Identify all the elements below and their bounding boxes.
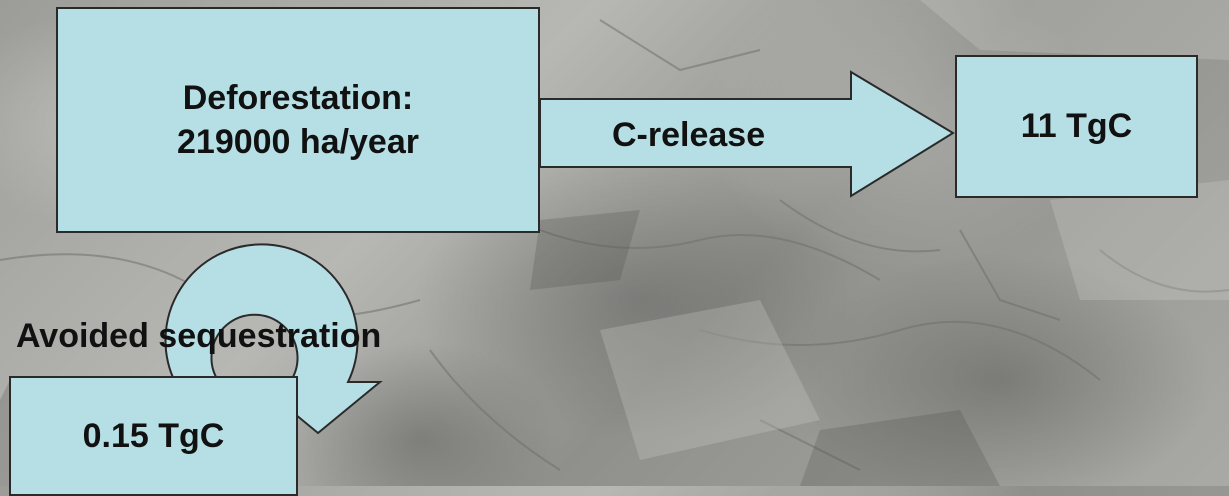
release-value-box: 11 TgC: [955, 55, 1198, 198]
release-value: 11 TgC: [1021, 107, 1132, 146]
c-release-label: C-release: [612, 116, 765, 155]
avoided-sequestration-label: Avoided sequestration: [16, 317, 381, 356]
sequestration-value: 0.15 TgC: [83, 417, 225, 456]
sequestration-value-box: 0.15 TgC: [9, 376, 298, 496]
